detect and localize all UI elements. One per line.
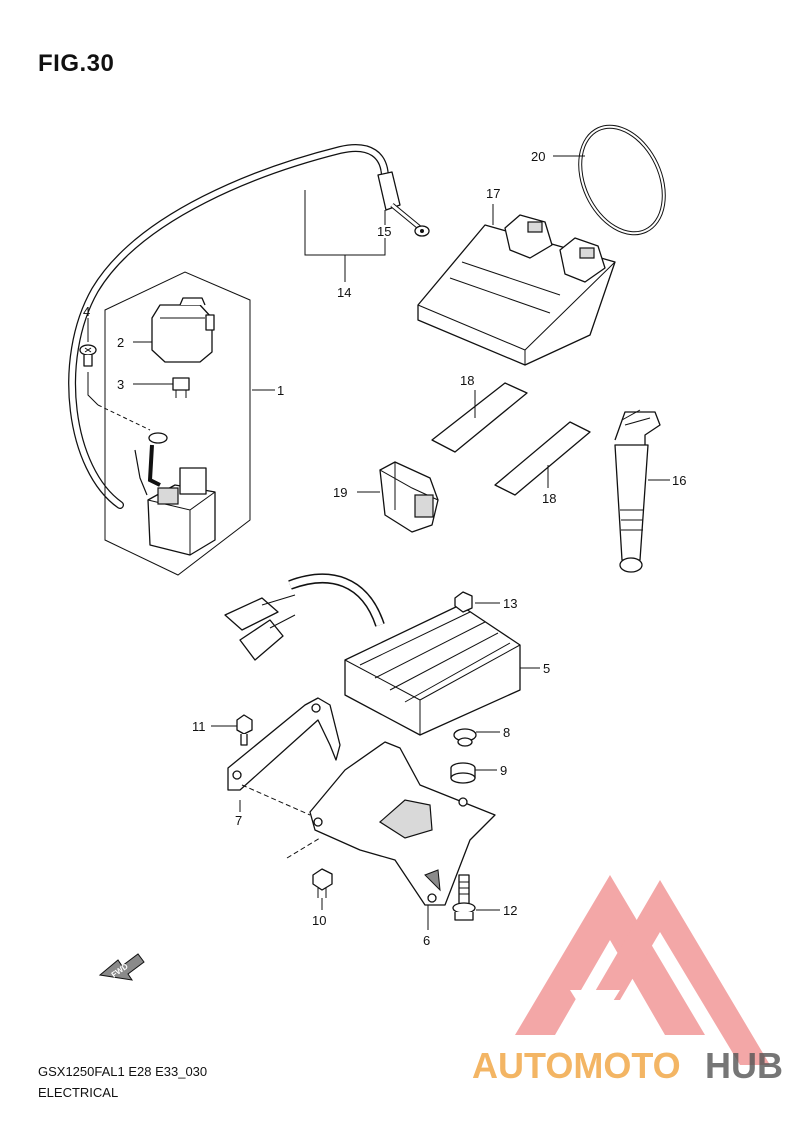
fuse-3 (172, 377, 190, 398)
forward-arrow-icon: FWD (98, 953, 145, 981)
callout-9: 9 (500, 763, 507, 778)
pad-18-upper (431, 382, 528, 453)
callout-7: 7 (235, 813, 242, 828)
callout-8: 8 (503, 725, 510, 740)
callout-20: 20 (531, 149, 545, 164)
mounting-plate-6 (286, 741, 496, 906)
callout-14: 14 (337, 285, 351, 300)
callout-10: 10 (312, 913, 326, 928)
callout-16: 16 (672, 473, 686, 488)
section-name: ELECTRICAL (38, 1085, 119, 1100)
callout-11: 11 (192, 719, 206, 734)
bolt-12 (452, 874, 476, 921)
callout-5: 5 (543, 661, 550, 676)
callout-13: 13 (503, 596, 517, 611)
screw-4 (79, 344, 97, 367)
screw-10 (312, 868, 333, 898)
regulator-rectifier-5 (224, 573, 521, 736)
callout-3: 3 (117, 377, 124, 392)
battery-cable-14 (68, 144, 430, 509)
sensor-19 (379, 461, 439, 533)
bracket-7 (227, 697, 341, 816)
callout-19: 19 (333, 485, 347, 500)
bolt-11 (236, 714, 253, 746)
relay-cover-2 (151, 297, 215, 363)
callout-1: 1 (277, 383, 284, 398)
watermark-brand-part2: HUB (705, 1045, 783, 1086)
grommet-9 (450, 762, 476, 784)
callout-2: 2 (117, 335, 124, 350)
model-code: GSX1250FAL1 E28 E33_030 (38, 1064, 208, 1079)
callout-17: 17 (486, 186, 500, 201)
watermark-brand-part1: AUTOMOTO (472, 1045, 681, 1086)
pad-18-lower (494, 421, 591, 496)
washer-8 (453, 728, 477, 747)
ignition-coil-16 (614, 409, 661, 573)
callout-6: 6 (423, 933, 430, 948)
callout-18-lower: 18 (542, 491, 556, 506)
callout-15: 15 (377, 224, 391, 239)
starter-relay-assembly-box (104, 271, 251, 576)
callout-18-upper: 18 (460, 373, 474, 388)
figure-title: FIG.30 (38, 50, 115, 77)
ecm-unit-17 (417, 214, 616, 366)
leader-lines (87, 155, 670, 930)
triangle-logo-icon (515, 875, 770, 1065)
seal-ring-20 (578, 124, 666, 236)
starter-relay-body (97, 404, 216, 556)
nut-13 (454, 591, 473, 613)
callout-4: 4 (83, 304, 90, 319)
automotohub-watermark-logo: AUTOMOTO HUB (472, 875, 783, 1086)
callout-12: 12 (503, 903, 517, 918)
